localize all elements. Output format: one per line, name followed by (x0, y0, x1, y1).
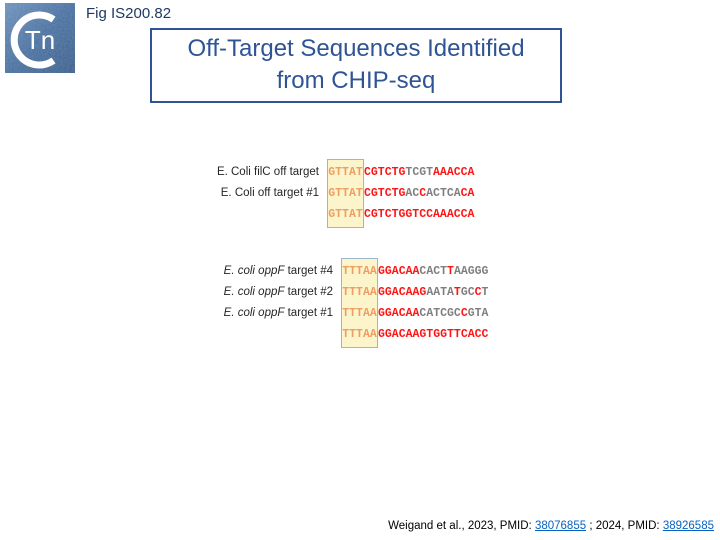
matching-bases: GGACAA (378, 307, 420, 320)
mismatch-bases: CATCGC (419, 307, 461, 320)
mismatch-bases: T (481, 286, 489, 299)
citation-text: ; 2024, PMID: (586, 520, 663, 532)
sequence-row-label: E. Coli filC off target (216, 166, 319, 178)
seed-sequence: TTTAA (342, 328, 377, 341)
matching-bases: C (460, 307, 468, 320)
seed-sequence: GTTAT (328, 166, 363, 179)
matching-bases: AAACCA (433, 166, 475, 179)
seed-sequence: TTTAA (342, 286, 377, 299)
matching-bases: T (447, 265, 454, 278)
tn-logo: Tn (5, 3, 75, 73)
mismatch-bases: TCGT (405, 166, 434, 179)
matching-bases: CGTCTG (364, 166, 406, 179)
pmid-link[interactable]: 38926585 (662, 520, 714, 532)
target-sequence: CGTCTGGTCCAAACCA (364, 204, 474, 225)
seed-sequence: GTTAT (328, 208, 363, 221)
pam-highlight-box (341, 258, 378, 348)
pam-highlight-box (327, 159, 364, 228)
sequence-row-label: E. Coli off target #1 (220, 187, 319, 199)
target-sequence: CGTCTGACCACTCACA (364, 183, 474, 204)
mismatch-bases: AATA (426, 286, 454, 299)
matching-bases: CGTCTG (364, 187, 406, 200)
target-sequence: GGACAACATCGCCGTA (378, 303, 488, 324)
sequence-row-label: E. coli oppF target #2 (223, 286, 333, 298)
mismatch-bases: AAGGG (453, 265, 489, 278)
mismatch-bases: GTA (467, 307, 489, 320)
citation-footer: Weigand et al., 2023, PMID: 38076855 ; 2… (388, 520, 714, 532)
title-box: Off-Target Sequences Identified from CHI… (150, 28, 562, 104)
mismatch-bases: ACTCA (426, 187, 461, 200)
matching-bases: CA (460, 187, 475, 200)
target-sequence: GGACAACACTTAAGGG (378, 261, 488, 282)
target-sequence: CGTCTGTCGTAAACCA (364, 162, 474, 183)
matching-bases: C (474, 286, 482, 299)
matching-bases: C (419, 187, 427, 200)
logo-c-mark (10, 11, 56, 69)
target-sequence: GGACAAGTGGTTCACC (378, 324, 488, 345)
seed-sequence: TTTAA (342, 307, 377, 320)
matching-bases: GGACAAGTGGTTCACC (378, 328, 489, 341)
mismatch-bases: AC (405, 187, 420, 200)
title-line-1: Off-Target Sequences Identified (187, 35, 525, 62)
matching-bases: T (453, 286, 461, 299)
matching-bases: GGACAAG (378, 286, 427, 299)
citation-text: Weigand et al., 2023, PMID: (388, 520, 535, 532)
sequence-row-label: E. coli oppF target #4 (223, 265, 333, 277)
matching-bases: CGTCTGGTCCAAACCA (364, 208, 475, 221)
pmid-link[interactable]: 38076855 (534, 520, 587, 532)
matching-bases: GGACAA (378, 265, 420, 278)
logo-tn-text: Tn (25, 25, 55, 55)
seed-sequence: GTTAT (328, 187, 363, 200)
sequence-row-label: E. coli oppF target #1 (223, 307, 333, 319)
mismatch-bases: GC (460, 286, 475, 299)
mismatch-bases: CACT (419, 265, 448, 278)
figure-id-label: Fig IS200.82 (86, 5, 172, 22)
tn-logo-graphic: Tn (5, 3, 75, 73)
title-line-2: from CHIP-seq (276, 66, 436, 94)
target-sequence: GGACAAGAATATGCCT (378, 282, 488, 303)
seed-sequence: TTTAA (342, 265, 377, 278)
